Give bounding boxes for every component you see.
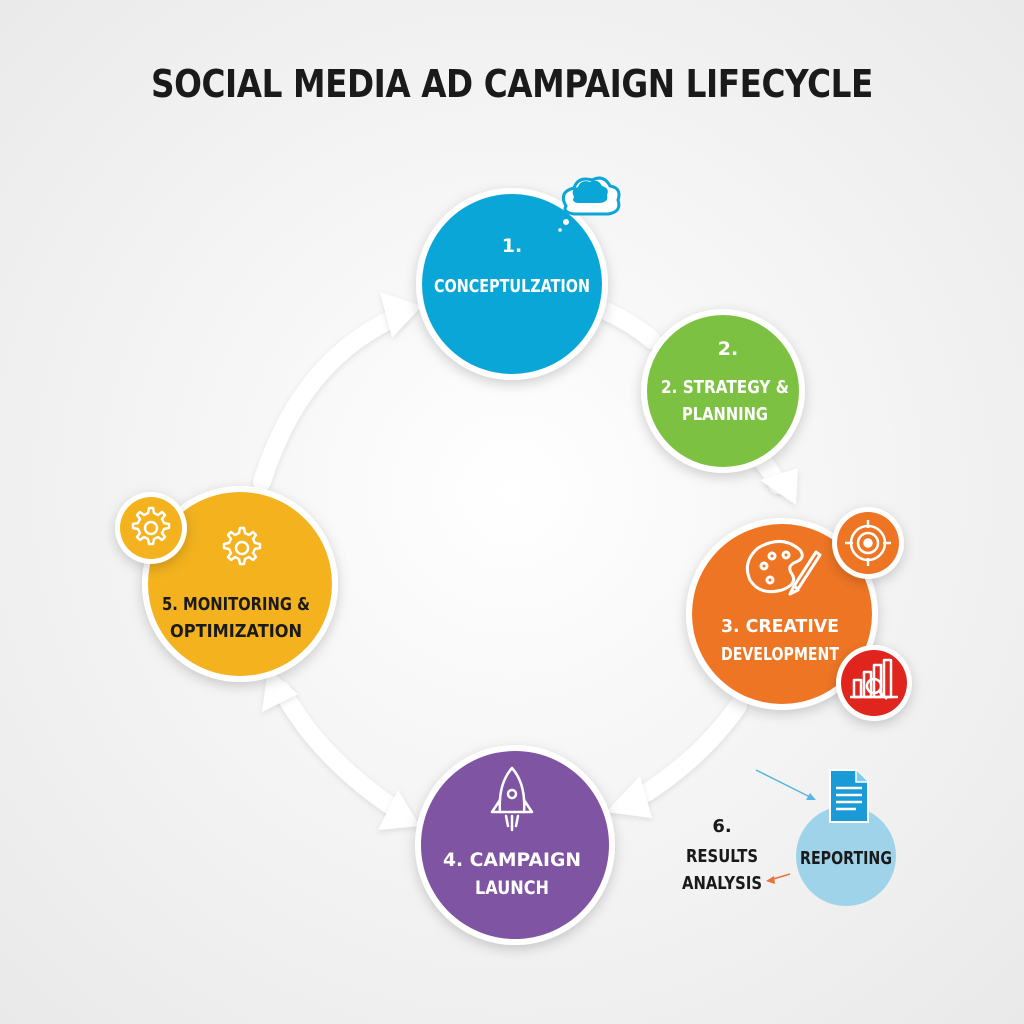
stage-conceptualization[interactable]: 1. CONCEPTULZATION <box>416 176 621 380</box>
reporting-arrows <box>755 769 816 884</box>
results-number: 6. <box>712 816 731 837</box>
arrowhead-to-launch <box>606 776 652 818</box>
results-line1: RESULTS <box>686 846 758 867</box>
stage-label-line2: OPTIMIZATION <box>170 621 302 642</box>
arrow-creative-to-launch <box>629 697 747 807</box>
gear-badge <box>115 492 187 564</box>
stage-circle-fill <box>422 194 602 374</box>
arrowhead-to-creative <box>760 468 798 505</box>
stage-circle-fill <box>692 524 872 704</box>
gear-icon <box>131 506 171 546</box>
arrowhead-to-conceptualization <box>380 292 422 338</box>
stage-label-line1: 4. CAMPAIGN <box>443 849 581 871</box>
stage-label: CONCEPTULZATION <box>434 276 590 297</box>
stage-label-line1: 2. STRATEGY & <box>661 377 789 398</box>
arrow-conceptualization-to-strategy <box>599 303 661 349</box>
reporting-label: REPORTING <box>800 848 892 869</box>
stage-label-line1: 5. MONITORING & <box>162 594 310 615</box>
stage-campaign-launch[interactable]: 4. CAMPAIGN LAUNCH <box>415 745 615 945</box>
analytics-badge <box>836 645 912 721</box>
stage-strategy-planning[interactable]: 2. 2. STRATEGY & PLANNING <box>641 309 805 473</box>
stage-label-line2: DEVELOPMENT <box>721 644 840 665</box>
results-line2: ANALYSIS <box>682 873 762 894</box>
arrowheads <box>262 292 798 830</box>
arrow-launch-to-monitoring <box>273 681 409 821</box>
stage-circle-fill <box>148 492 332 676</box>
arrowhead-to-monitoring <box>262 668 298 712</box>
results-analysis: 6. RESULTS ANALYSIS <box>682 816 762 894</box>
reporting-node[interactable]: REPORTING <box>796 769 896 906</box>
stage-number: 2. <box>718 338 738 360</box>
gear-icon <box>222 526 262 566</box>
target-badge <box>832 507 904 579</box>
thought-cloud-icon <box>556 176 621 234</box>
stage-label-line1: 3. CREATIVE <box>721 616 839 637</box>
page-title: SOCIAL MEDIA AD CAMPAIGN LIFECYCLE <box>151 62 873 106</box>
document-icon <box>829 769 869 823</box>
rocket-icon <box>490 766 534 832</box>
stage-label-line2: PLANNING <box>682 404 768 425</box>
stage-creative-development[interactable]: 3. CREATIVE DEVELOPMENT <box>686 518 878 710</box>
stage-monitoring-optimization[interactable]: 5. MONITORING & OPTIMIZATION <box>142 486 338 682</box>
stage-number: 1. <box>502 235 522 257</box>
arrowhead-to-launch-from-monitoring <box>378 790 420 830</box>
arrow-monitoring-to-conceptualization <box>253 307 407 491</box>
paint-palette-icon <box>745 540 822 596</box>
stage-circle-fill <box>647 315 799 467</box>
stage-circle-fill <box>421 751 609 939</box>
target-icon <box>845 520 891 566</box>
reporting-circle <box>796 806 896 906</box>
stage-label-line2: LAUNCH <box>475 877 549 899</box>
bar-chart-magnifier-icon <box>850 658 898 700</box>
